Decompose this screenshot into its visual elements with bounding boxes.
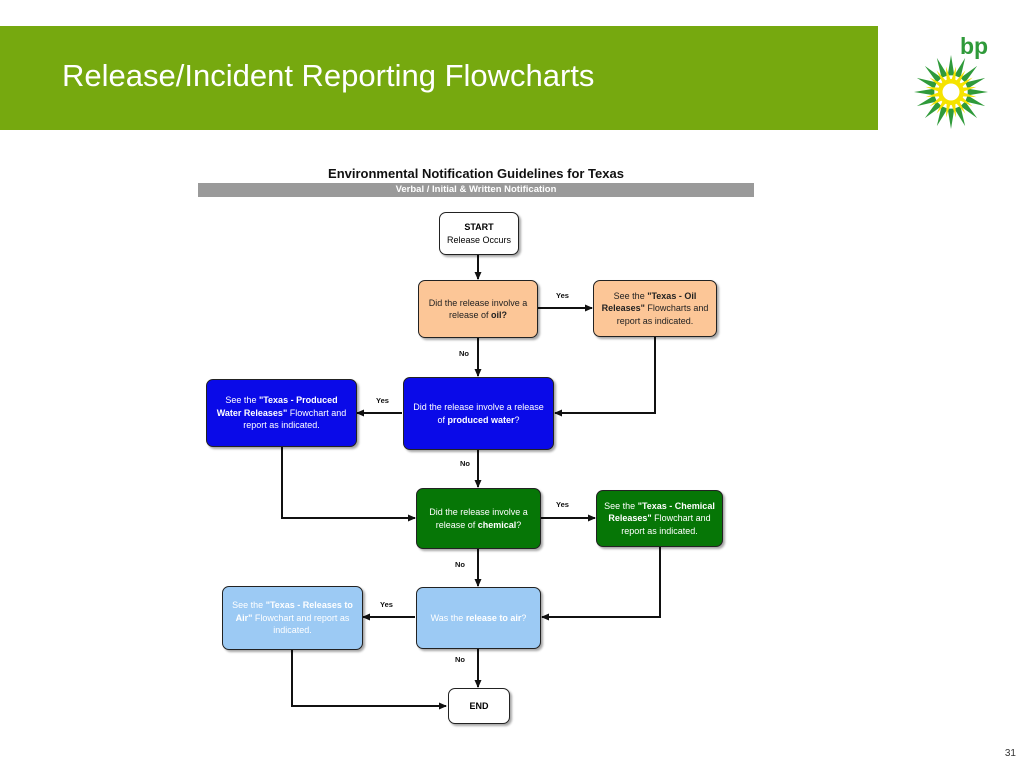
- oil-releases-reference-node: See the "Texas - Oil Releases" Flowchart…: [593, 280, 717, 337]
- helios-petal: [936, 99, 947, 114]
- node-text-segment: Was the: [430, 612, 466, 623]
- helios-petal: [960, 101, 978, 119]
- helios-petal: [924, 65, 942, 83]
- start-node: START Release Occurs: [439, 212, 519, 255]
- water-yes-label: Yes: [376, 396, 389, 405]
- produced-water-question-node: Did the release involve a release of pro…: [403, 377, 554, 450]
- helios-petal: [967, 88, 988, 96]
- chemical-reference-node: See the "Texas - Chemical Releases" Flow…: [596, 490, 723, 547]
- node-text-segment: Did the release involve a release of: [429, 507, 528, 530]
- node-text-segment: See the: [225, 395, 259, 406]
- oil-question-node: Did the release involve a release of oil…: [418, 280, 538, 338]
- node-text-segment: Flowcharts and report as indicated.: [616, 303, 709, 326]
- helios-petal: [947, 108, 955, 129]
- node-text-segment: produced water: [447, 414, 515, 425]
- helios-petal: [925, 86, 941, 92]
- oil-yes-label: Yes: [556, 291, 569, 300]
- connector-oilref-to-water: [554, 337, 656, 417]
- page-number: 31: [1004, 748, 1016, 759]
- helios-petal: [929, 96, 944, 107]
- produced-water-reference-node: See the "Texas - Produced Water Releases…: [206, 379, 357, 447]
- helios-petal: [945, 102, 951, 118]
- node-text-segment: release to air: [465, 612, 522, 623]
- air-yes-label: Yes: [380, 600, 393, 609]
- helios-petal: [936, 70, 947, 85]
- node-text-segment: ?: [514, 414, 520, 425]
- end-node: END: [448, 688, 510, 724]
- node-text-segment: Flowchart and report as indicated.: [243, 407, 347, 431]
- title-bar: [0, 26, 878, 130]
- node-text-segment: "Texas - Oil Releases": [601, 290, 697, 314]
- oil-no-label: No: [459, 349, 469, 358]
- helios-petal: [925, 92, 941, 98]
- node-text-segment: See the: [604, 500, 638, 511]
- node-text-segment: See the: [613, 290, 648, 301]
- helios-petal: [936, 106, 948, 127]
- air-question-node: Was the release to air?: [416, 587, 541, 649]
- chem-no-label: No: [455, 560, 465, 569]
- air-reference-node: See the "Texas - Releases to Air" Flowch…: [222, 586, 363, 650]
- node-text-segment: Did the release involve a release of: [413, 402, 544, 425]
- helios-petal: [955, 70, 966, 85]
- helios-petal: [965, 77, 986, 89]
- helios-petal: [951, 102, 957, 118]
- node-text-segment: Did the release involve a release of: [428, 297, 528, 321]
- diagram-title: Environmental Notification Guidelines fo…: [328, 166, 624, 181]
- helios-petal: [954, 106, 966, 127]
- helios-petal: [958, 77, 973, 88]
- chem-yes-label: Yes: [556, 500, 569, 509]
- water-no-label: No: [460, 459, 470, 468]
- helios-petal: [916, 77, 937, 89]
- helios-petal: [955, 99, 966, 114]
- helios-petal: [916, 95, 937, 107]
- helios-petal: [924, 101, 942, 119]
- bp-logo-wordmark: bp: [960, 33, 988, 59]
- helios-petal: [954, 57, 966, 78]
- chemical-question-node: Did the release involve a release of che…: [416, 488, 541, 549]
- helios-petal: [961, 86, 977, 92]
- helios-petal: [951, 66, 957, 82]
- node-text-segment: Release Occurs: [446, 234, 512, 245]
- slide-title: Release/Incident Reporting Flowcharts: [62, 58, 595, 93]
- helios-petal: [914, 88, 935, 96]
- connector-airref-to-end: [291, 650, 447, 710]
- node-text-segment: "Texas - Chemical Releases": [608, 500, 715, 524]
- node-text-segment: oil?: [491, 310, 508, 320]
- helios-petal: [965, 95, 986, 107]
- air-no-label: No: [455, 655, 465, 664]
- node-text-segment: See the: [232, 600, 266, 611]
- connector-waterref-to-chem: [281, 447, 416, 522]
- node-text-segment: Flowchart and report as indicated.: [621, 513, 711, 536]
- helios-petal: [961, 92, 977, 98]
- node-text-segment: "Texas - Produced Water Releases": [216, 395, 338, 418]
- connector-chemref-to-air: [541, 547, 661, 621]
- node-text-segment: chemical: [477, 519, 517, 530]
- helios-petal: [936, 57, 948, 78]
- bp-logo: bp: [914, 33, 988, 129]
- helios-petal: [960, 65, 978, 83]
- node-text-segment: END: [469, 700, 489, 711]
- helios-petal: [958, 96, 973, 107]
- node-text-segment: ?: [521, 612, 527, 623]
- helios-icon: [914, 55, 988, 129]
- helios-petal: [947, 55, 955, 76]
- node-text-segment: START: [464, 222, 494, 232]
- node-text-segment: ?: [516, 519, 522, 530]
- helios-petal: [945, 66, 951, 82]
- node-text-segment: Flowchart and report as indicated.: [252, 612, 350, 636]
- node-text-segment: "Texas - Releases to Air": [235, 600, 353, 623]
- diagram-subtitle: Verbal / Initial & Written Notification: [198, 183, 754, 197]
- helios-petal: [929, 77, 944, 88]
